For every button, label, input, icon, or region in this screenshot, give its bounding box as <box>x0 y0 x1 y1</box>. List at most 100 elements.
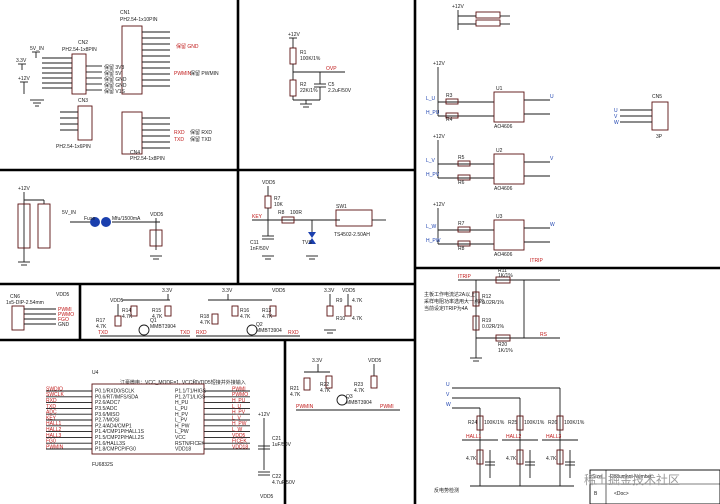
title-block: Size B Document Number <Doc> <box>589 469 720 504</box>
u2-type: AO4606 <box>494 186 513 192</box>
mcu-left-pin: P0.6/RT/IMFS/SDA <box>95 394 139 400</box>
cs-note-2: 采样电阻功率选用大一点的, <box>424 298 485 305</box>
cs-r19: R19 <box>482 318 491 324</box>
cs-itrip: ITRIP <box>458 274 471 280</box>
u3-ref: U3 <box>496 214 503 220</box>
mcu-left-net: HALL2 <box>46 427 62 433</box>
mcu-right-net: L_U <box>232 404 242 410</box>
connectors-block: CN1 PH2.54-1x10PIN 保留 GND PWMIN 保留 PWMIN… <box>16 10 219 162</box>
mcu-left-pin: P1.4/CMP1P/HALL1S <box>95 429 145 435</box>
mcu-left-pin: P0.1/RXD0/SCLK <box>95 389 135 395</box>
cs-r20-val: 1K/1% <box>498 348 513 354</box>
v12-label: +12V <box>18 76 30 82</box>
pwm-vdd5: VDD5 <box>368 358 382 364</box>
pwm-r22-val: 4.7K <box>320 388 331 394</box>
mcu-right-net: FICEK <box>232 439 247 445</box>
hall-u: U <box>446 382 450 388</box>
uart-txd-in: TXD <box>98 330 108 336</box>
cn2-type: PH2.54-1x8PIN <box>62 47 97 53</box>
cn5-v: V <box>614 114 618 120</box>
mcu-type: FU6832S <box>92 462 114 468</box>
mcu-right-pin: L_PW <box>175 429 189 435</box>
cn4-body <box>121 111 143 155</box>
u2-r6: R6 <box>458 180 465 186</box>
hall-note: 反电势检测 <box>434 487 459 494</box>
cn1-pwmin: PWMIN <box>174 71 192 77</box>
mcu-left-pin: P1.8/CMPCP/FG0 <box>95 447 136 453</box>
pwmin-block: 3.3V VDD5 R21 4.7K R22 4.7K R23 4.7K Q3 … <box>290 358 400 411</box>
mcu-right-pin: RSTN/FICEK <box>175 441 205 447</box>
u3-r8: R8 <box>458 246 465 252</box>
u3-v12: +12V <box>433 202 445 208</box>
u3-in1: L_W <box>426 224 437 230</box>
u2-out: V <box>550 156 554 162</box>
uart-r14: R14 <box>122 308 131 314</box>
cs-note-1: 主板工作电流达2A以上, <box>424 291 477 298</box>
cn1-net-2: 保留 PWMIN <box>190 70 219 77</box>
mcu-left-pin: P3.6/MISO <box>95 412 120 418</box>
mcu-c21: C21 <box>272 436 281 442</box>
cs-r20: R20 <box>498 342 507 348</box>
mcu-body <box>91 383 205 455</box>
cn1-net-1: 保留 GND <box>176 43 199 50</box>
hall-w: W <box>446 402 451 408</box>
hall-net: HALL2 <box>506 434 522 440</box>
cs-note-3: 当前设定ITRIP为4A <box>424 305 469 312</box>
uart-vdd5-right: VDD5 <box>342 288 356 294</box>
mcu-right-pin: VCC <box>175 435 186 441</box>
r2-ref: R2 <box>300 82 307 88</box>
u2-v12: +12V <box>433 134 445 140</box>
mcu-right-net: L_W <box>232 427 243 433</box>
sw1-body <box>335 209 373 227</box>
power-vdd5: VDD5 <box>150 212 164 218</box>
mosfet-block: +12V +12V L_U H_PU R3 R4 U1 AO4606 U +12… <box>426 4 669 264</box>
sw1-ref: SW1 <box>336 204 347 210</box>
mcu-left-net: ADC <box>46 410 57 416</box>
cn2-net-4: 保留 GND <box>104 82 127 89</box>
mcu-right-net: L_V <box>232 415 242 421</box>
u1-v12: +12V <box>433 61 445 67</box>
reset-vdd5: VDD5 <box>262 180 276 186</box>
hall-resistor-lower <box>556 449 564 465</box>
cn2-body <box>71 53 87 95</box>
reset-r7-val: 10K <box>274 202 284 208</box>
tvs-diode <box>308 232 316 238</box>
divider-v12: +12V <box>288 32 300 38</box>
reset-c11-val: 1nF/50V <box>250 246 270 252</box>
cn5-type: 3P <box>656 134 663 140</box>
cn1-ref: CN1 <box>120 10 130 16</box>
cn6-net-2: PWMO <box>58 312 74 318</box>
uart-r18-val: 4.7K <box>200 320 211 326</box>
power-vin: 5V_IN <box>62 210 76 216</box>
q2-ref: Q2 <box>256 322 263 328</box>
u3-r7: R7 <box>458 221 465 227</box>
u2-in1: L_V <box>426 158 436 164</box>
mosfet-u1: +12V L_U H_PU R3 R4 U1 AO4606 U <box>426 61 554 130</box>
reset-r7: R7 <box>274 196 281 202</box>
gnd-symbol <box>30 99 44 107</box>
mcu-left-pin: P2.4/AD4/CMP1 <box>95 423 132 429</box>
mcu-left-net: TXD <box>46 404 56 410</box>
uart-vdd5-mid: VDD5 <box>272 288 286 294</box>
mcu-right-net: VDD18 <box>232 444 248 450</box>
mcu-right-net: H_PV <box>232 410 246 416</box>
uart-r15: R15 <box>152 308 161 314</box>
fuse-symbol-a <box>90 217 100 227</box>
pwm-r21-val: 4.7K <box>290 392 301 398</box>
cn1-txd: TXD <box>174 137 184 143</box>
hall-resistor-upper <box>516 415 524 431</box>
mcu-right-net: PWMO <box>232 392 248 398</box>
cn3-ref: CN3 <box>78 98 88 104</box>
uart-r17: R17 <box>96 318 105 324</box>
u1-r4: R4 <box>446 117 453 123</box>
hall-resistor-upper <box>556 415 564 431</box>
cn2-ref: CN2 <box>78 40 88 46</box>
pwm-v33: 3.3V <box>312 358 323 364</box>
cn2-net-2: 保留 5V <box>104 70 122 77</box>
mcu-left-net: FG0 <box>46 439 56 445</box>
mosfet-u2: +12V L_V H_PV R5 R6 U2 AO4606 V <box>426 134 554 192</box>
mcu-block: U4 江豪微电：VCC_MODE=1, VCC和VDD5短接并外接输入 FU68… <box>46 370 296 500</box>
u1-ref: U1 <box>496 86 503 92</box>
mcu-c22: C22 <box>272 474 281 480</box>
u1-r3: R3 <box>446 93 453 99</box>
